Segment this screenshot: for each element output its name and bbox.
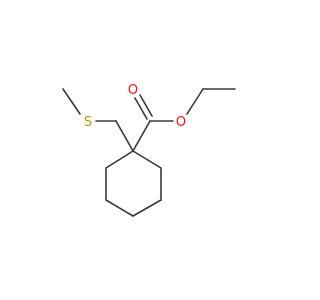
ring-bond <box>132 150 162 169</box>
carbonyl-oxygen-label: O <box>128 83 138 98</box>
oxygen-to-ch2-bond <box>186 88 204 115</box>
carbonyl-double-bond <box>134 97 148 120</box>
sulfur-to-methyl-bond <box>62 88 81 115</box>
ring-to-ch2-bond <box>115 120 134 152</box>
ring-bond <box>132 199 162 217</box>
methylthiomethyl-group: S <box>62 88 134 152</box>
carbonyl-double-bond <box>139 94 153 117</box>
ring-bond <box>105 199 134 217</box>
sulfur-atom-label: S <box>84 115 92 130</box>
ring-bond <box>105 150 134 169</box>
ethyl-ester-group: O O <box>128 83 236 152</box>
ring-to-carbonyl-bond <box>132 120 151 152</box>
cyclohexane-ring <box>105 150 162 217</box>
molecule-structure: S O O <box>62 83 236 217</box>
ester-oxygen-label: O <box>176 115 186 130</box>
